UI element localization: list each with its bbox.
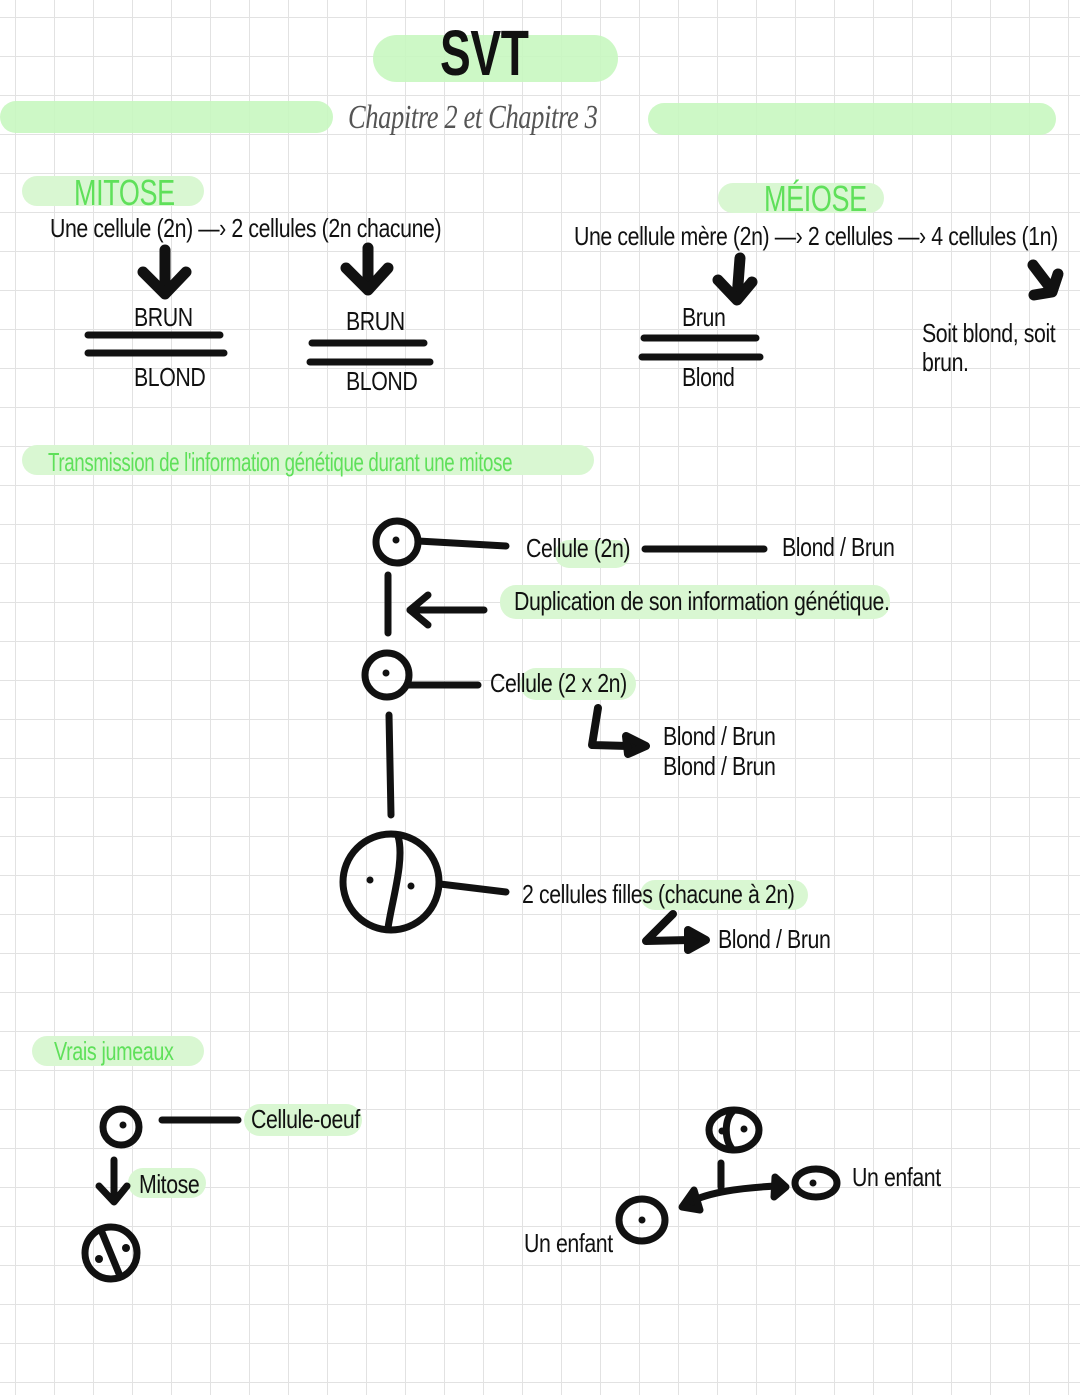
duplication-label: Duplication de son information génétique… (514, 586, 890, 616)
mitose-heading: MITOSE (74, 172, 175, 213)
timeline-line (385, 711, 395, 819)
chromosome-pair-lines (638, 334, 764, 361)
subtitle-highlight-left (0, 101, 333, 133)
transmission-heading: Transmission de l'information génétique … (48, 447, 513, 477)
dividing-cell-icon (81, 1223, 141, 1283)
daughters-value: Blond / Brun (718, 924, 831, 954)
mitose-left-top: BRUN (134, 302, 193, 332)
meiose-pair-top: Brun (682, 302, 726, 332)
meiose-pair-bottom: Blond (682, 362, 735, 392)
dividing-cell-icon (339, 830, 443, 934)
meiose-heading: MÉIOSE (764, 178, 867, 219)
bent-arrow-icon (642, 910, 710, 954)
cell-icon (361, 649, 413, 701)
title-highlight (373, 35, 618, 82)
cell2-label-highlight (520, 668, 636, 700)
mitose-left-bottom: BLOND (134, 362, 206, 392)
jumeaux-heading: Vrais jumeaux (54, 1036, 174, 1066)
child-right-label: Un enfant (852, 1162, 941, 1192)
down-arrow-icon (137, 244, 192, 300)
cell1-label: Cellule (2n) (526, 533, 631, 563)
meiose-heading-highlight (718, 183, 884, 213)
dividing-cell-icon (705, 1106, 763, 1154)
chromosome-pair-lines (306, 339, 434, 366)
connector-line (414, 537, 510, 550)
cell1-label-highlight (555, 540, 630, 568)
down-arrow-icon (340, 242, 394, 296)
daughters-label-highlight (640, 880, 808, 910)
transmission-heading-highlight (22, 445, 594, 475)
child-cell-icon (791, 1165, 841, 1201)
down-arrow-icon (95, 1156, 131, 1206)
child-left-label: Un enfant (524, 1228, 613, 1258)
egg-cell-icon (99, 1105, 143, 1149)
meiose-result-line-1: Soit blond, soit (922, 318, 1056, 348)
mitose-right-top: BRUN (346, 306, 405, 336)
chromosome-pair-lines (84, 331, 228, 357)
child-cell-icon (615, 1195, 669, 1245)
cell2-value-1: Blond / Brun (663, 721, 776, 751)
egg-label-highlight (244, 1104, 362, 1136)
double-arrow-icon (678, 1159, 790, 1214)
down-right-arrow-icon (1027, 259, 1064, 301)
daughters-label: 2 cellules filles (chacune à 2n) (522, 879, 795, 909)
subtitle-highlight-right (648, 103, 1056, 135)
mitose-heading-highlight (22, 176, 204, 206)
mitosis-label-highlight (128, 1168, 206, 1198)
page-title: SVT (440, 17, 529, 89)
egg-label: Cellule-oeuf (251, 1104, 360, 1134)
mitosis-label: Mitose (139, 1169, 200, 1199)
left-arrow-icon (406, 591, 488, 629)
duplication-highlight (500, 585, 890, 619)
cell1-value: Blond / Brun (782, 532, 895, 562)
connector-line (436, 880, 510, 896)
cell-icon (372, 517, 422, 567)
jumeaux-heading-highlight (32, 1036, 204, 1066)
meiose-line: Une cellule mère (2n) —› 2 cellules —› 4… (574, 221, 1058, 251)
mitose-right-bottom: BLOND (346, 366, 418, 396)
mitose-line: Une cellule (2n) —› 2 cellules (2n chacu… (50, 213, 442, 243)
meiose-result-line-2: brun. (922, 347, 969, 377)
bent-arrow-icon (588, 704, 650, 758)
page-subtitle: Chapitre 2 et Chapitre 3 (348, 99, 598, 136)
cell2-label: Cellule (2 x 2n) (490, 668, 627, 698)
cell2-value-2: Blond / Brun (663, 751, 776, 781)
down-arrow-icon (712, 252, 758, 306)
